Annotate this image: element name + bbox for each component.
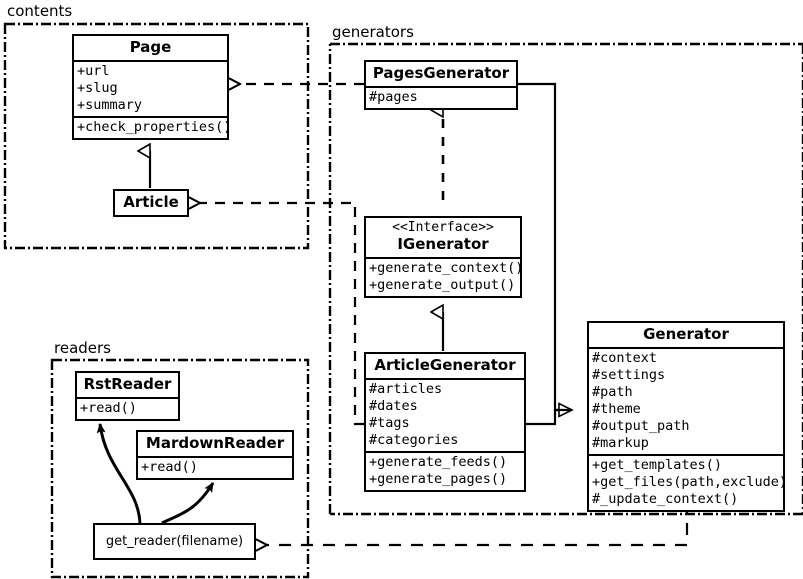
operation: +generate_context() — [369, 260, 524, 276]
attribute: +url — [77, 63, 110, 79]
class-mardown-reader-title: MardownReader — [145, 434, 285, 452]
class-rst-reader-title: RstReader — [83, 375, 172, 393]
class-rst-reader[interactable]: RstReader +read() — [75, 371, 180, 421]
class-article-generator-title: ArticleGenerator — [374, 356, 516, 374]
class-generator[interactable]: Generator #context #settings #path #them… — [587, 321, 788, 512]
class-pages-generator-attributes: #pages — [366, 86, 516, 108]
function-box-get-reader-label: get_reader(filename) — [105, 534, 244, 549]
class-igenerator[interactable]: <<Interface>> IGenerator +generate_conte… — [364, 216, 524, 298]
operation: +read() — [141, 459, 198, 475]
operation: +generate_pages() — [369, 471, 508, 487]
class-page-title: Page — [129, 38, 172, 56]
class-mardown-reader[interactable]: MardownReader +read() — [136, 430, 294, 480]
class-igenerator-title: IGenerator — [397, 235, 489, 253]
class-page-attributes: +url +slug +summary — [74, 60, 227, 116]
operation: #_update_context() — [592, 491, 739, 507]
attribute: #dates — [369, 398, 418, 414]
class-article-title: Article — [123, 193, 179, 211]
attribute: +summary — [77, 97, 143, 113]
operation: +generate_output() — [369, 277, 516, 293]
operation: +read() — [80, 400, 137, 416]
attribute: #theme — [592, 401, 641, 417]
package-frame-readers — [50, 358, 310, 579]
class-article-generator[interactable]: ArticleGenerator #articles #dates #tags … — [364, 352, 526, 492]
class-mardown-reader-operations: +read() — [138, 456, 292, 478]
attribute: #tags — [369, 415, 410, 431]
edge-getreader-creates-mardownreader — [161, 482, 215, 525]
package-label-generators: generators — [330, 23, 417, 41]
class-generator-title: Generator — [643, 325, 729, 343]
function-box-get-reader[interactable]: get_reader(filename) — [93, 523, 256, 560]
class-generator-attributes: #context #settings #path #theme #output_… — [589, 347, 783, 454]
edge-articlegenerator-depends-article — [200, 203, 364, 426]
operation: +check_properties() — [77, 119, 232, 135]
attribute: #articles — [369, 381, 443, 397]
attribute: #output_path — [592, 418, 690, 434]
package-frame-contents — [3, 22, 310, 250]
class-igenerator-stereotype: <<Interface>> — [392, 220, 494, 235]
class-page[interactable]: Page +url +slug +summary +check_properti… — [72, 34, 232, 140]
edge-generator-depends-getreader — [267, 501, 689, 545]
operation: +generate_feeds() — [369, 454, 508, 470]
class-article-generator-attributes: #articles #dates #tags #categories — [366, 378, 524, 451]
attribute: +slug — [77, 80, 118, 96]
class-pages-generator-title: PagesGenerator — [372, 64, 510, 82]
class-igenerator-operations: +generate_context() +generate_output() — [366, 257, 524, 296]
package-label-readers: readers — [52, 339, 114, 357]
edge-pagesgenerator-generalizes-generator — [518, 82, 574, 418]
attribute: #markup — [592, 435, 649, 451]
class-article-generator-operations: +generate_feeds() +generate_pages() — [366, 451, 524, 490]
package-frame-generators — [328, 42, 803, 516]
class-article[interactable]: Article — [113, 189, 189, 217]
attribute: #settings — [592, 367, 666, 383]
package-label-contents: contents — [5, 2, 76, 20]
class-rst-reader-operations: +read() — [77, 397, 178, 419]
class-page-operations: +check_properties() — [74, 116, 232, 138]
attribute: #context — [592, 350, 658, 366]
operation: +get_templates() — [592, 457, 723, 473]
attribute: #categories — [369, 432, 459, 448]
attribute: #path — [592, 384, 633, 400]
attribute: #pages — [369, 89, 418, 105]
operation: +get_files(path,exclude) — [592, 474, 788, 490]
edge-articlegenerator-generalizes-generator — [526, 408, 572, 426]
class-generator-operations: +get_templates() +get_files(path,exclude… — [589, 454, 788, 510]
class-pages-generator[interactable]: PagesGenerator #pages — [364, 60, 518, 110]
edge-getreader-creates-rstreader — [96, 423, 142, 524]
